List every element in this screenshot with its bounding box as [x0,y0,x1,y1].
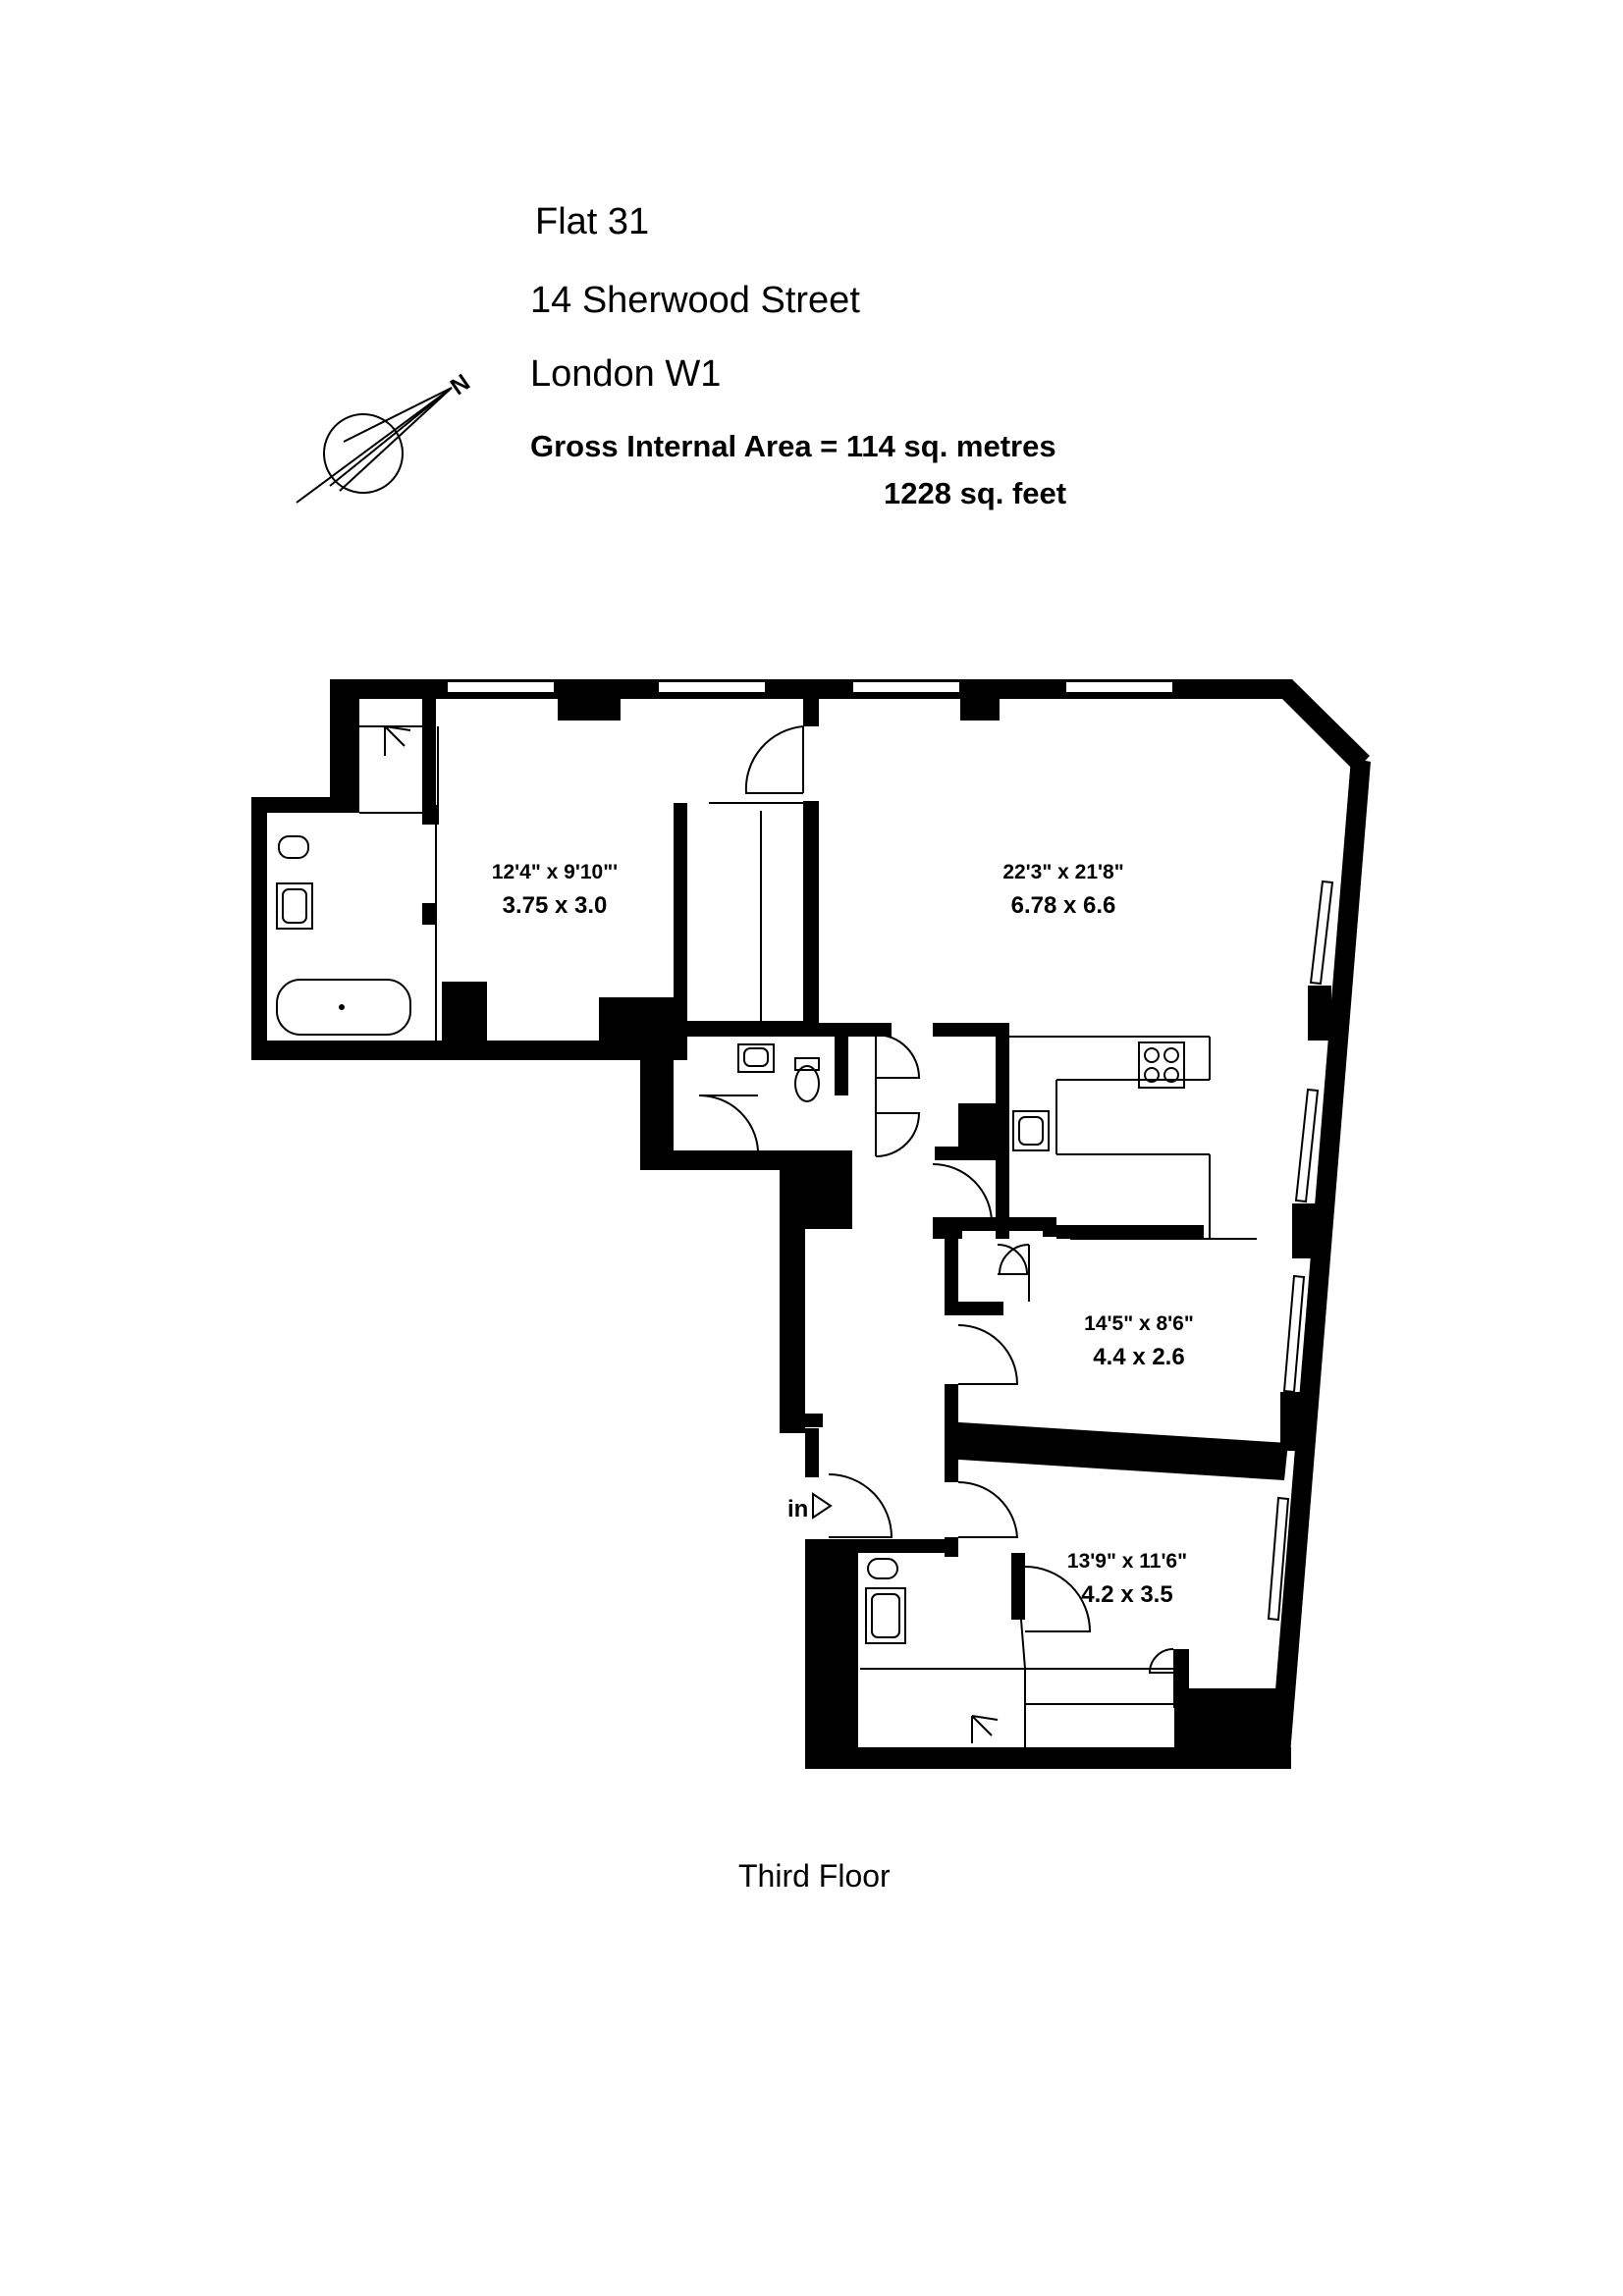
partition-lines [359,725,1257,1705]
room-label-bedroom-top: 12'4" x 9'10"' 3.75 x 3.0 [492,861,618,919]
north-label: N [446,369,475,400]
exterior-walls [251,679,1371,1769]
room-label-bedroom-bottom: 13'9" x 11'6" 4.2 x 3.5 [1067,1550,1187,1608]
interior-walls [422,699,1288,1749]
room-metric-size: 4.4 x 2.6 [1093,1344,1184,1370]
gross-internal-area: Gross Internal Area = 114 sq. metres [530,429,1056,463]
flat-number: Flat 31 [535,201,650,242]
room-imperial-size: 14'5" x 8'6" [1084,1312,1194,1335]
room-metric-size: 6.78 x 6.6 [1011,892,1116,919]
room-imperial-size: 13'9" x 11'6" [1067,1550,1187,1573]
area-square-feet: 1228 sq. feet [884,476,1067,510]
room-metric-size: 3.75 x 3.0 [503,892,608,919]
entrance-label: in [787,1496,808,1522]
room-label-living: 22'3" x 21'8" 6.78 x 6.6 [1002,861,1123,919]
street-address: 14 Sherwood Street [530,280,860,321]
hob-icon [1138,1041,1185,1089]
room-imperial-size: 12'4" x 9'10"' [492,861,618,883]
doors [698,725,1174,1674]
windows [446,680,1334,1622]
room-label-bedroom-mid: 14'5" x 8'6" 4.4 x 2.6 [1084,1312,1194,1370]
city-postcode: London W1 [530,353,722,395]
bathroom-fixtures [276,725,1185,1743]
floor-label: Third Floor [738,1858,891,1894]
north-arrow-icon: N [296,369,475,504]
room-metric-size: 4.2 x 3.5 [1081,1581,1172,1608]
entrance-marker: in [787,1492,833,1522]
wall-piers [442,679,1331,1757]
room-imperial-size: 22'3" x 21'8" [1002,861,1123,883]
